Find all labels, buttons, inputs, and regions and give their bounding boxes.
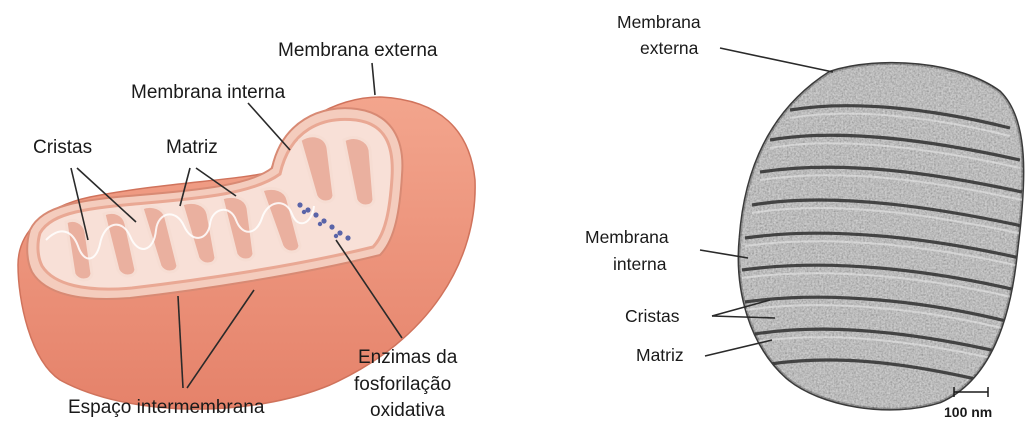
- micro-label-membrana-interna-line1: Membrana: [585, 227, 669, 247]
- label-espaco-intermembrana: Espaço intermembrana: [68, 397, 265, 418]
- scale-bar-label: 100 nm: [944, 404, 992, 420]
- label-enzimas-line3: oxidativa: [370, 400, 445, 421]
- micro-label-matriz: Matriz: [636, 345, 684, 365]
- label-enzimas-line2: fosforilação: [354, 374, 451, 395]
- micro-label-membrana-interna-line2: interna: [613, 254, 667, 274]
- micro-label-cristas: Cristas: [625, 306, 680, 326]
- label-membrana-interna: Membrana interna: [131, 82, 286, 103]
- label-enzimas-line1: Enzimas da: [358, 347, 458, 368]
- label-membrana-externa: Membrana externa: [278, 40, 438, 61]
- label-cristas: Cristas: [33, 137, 92, 158]
- mitochondrion-diagram: Membrana externa Membrana interna Crista…: [18, 40, 475, 421]
- micro-label-membrana-externa-line2: externa: [640, 38, 699, 58]
- label-matriz: Matriz: [166, 137, 218, 158]
- mitochondrion-micrograph: Membrana externa Membrana interna Crista…: [585, 12, 1025, 420]
- micro-label-membrana-externa-line1: Membrana: [617, 12, 701, 32]
